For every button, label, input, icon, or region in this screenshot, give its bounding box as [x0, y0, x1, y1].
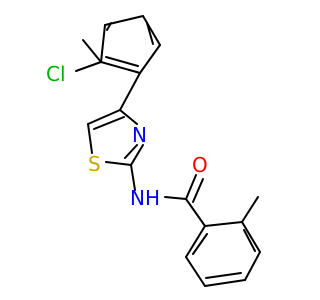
bond [192, 233, 208, 255]
bond [87, 123, 93, 154]
bond [204, 279, 246, 287]
bond-methyl [241, 196, 259, 223]
bond [87, 109, 121, 125]
bond-co [185, 174, 197, 200]
bond [164, 196, 187, 200]
bond [142, 15, 161, 46]
bond [139, 44, 161, 74]
tolyl-ring [185, 198, 261, 287]
molecule-structure: Cl N S NH O [46, 15, 261, 287]
bond [119, 109, 138, 125]
atom-label-nh: NH [130, 186, 160, 210]
bond [106, 22, 112, 31]
bond [244, 251, 261, 281]
bond [119, 72, 141, 111]
bond [100, 61, 141, 74]
bond [205, 272, 242, 279]
bond [130, 164, 136, 191]
bond [93, 116, 125, 130]
atom-label-cl: Cl [46, 62, 66, 86]
chlorophenyl-ring [82, 15, 161, 74]
bond [124, 144, 138, 159]
bond [105, 56, 139, 67]
bond [185, 225, 206, 258]
bond [204, 221, 243, 227]
atom-label-o: O [192, 153, 208, 177]
bond [100, 24, 106, 63]
atom-label-n: N [132, 123, 147, 147]
bond [82, 39, 102, 63]
bond [130, 144, 144, 166]
bond [105, 161, 132, 166]
atom-label-s: S [88, 152, 101, 176]
bond-cl [75, 61, 102, 72]
bond [185, 256, 206, 287]
bond [243, 229, 256, 252]
bond [146, 22, 154, 45]
bond [185, 198, 206, 227]
bond [241, 221, 261, 253]
thiazole-ring [87, 109, 144, 166]
structure-diagram: Cl N S NH O [46, 15, 261, 287]
bond-co [192, 178, 204, 203]
